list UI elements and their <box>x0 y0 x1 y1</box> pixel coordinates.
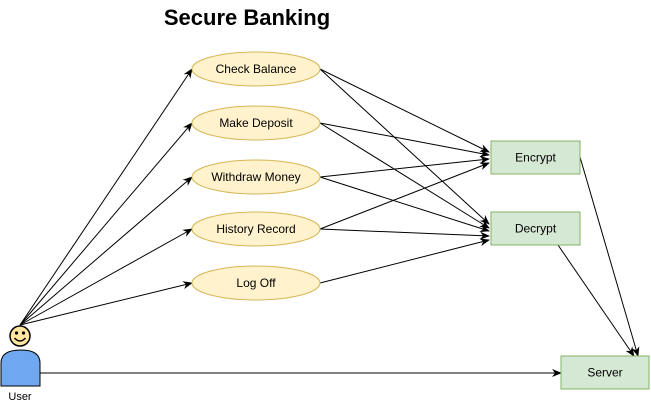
usecase-check-balance[interactable]: Check Balance <box>191 51 321 87</box>
usecase-label: Make Deposit <box>219 116 293 130</box>
arrow-encrypt-to-server <box>579 156 640 357</box>
usecase-withdraw-money[interactable]: Withdraw Money <box>191 159 321 195</box>
usecase-label: Log Off <box>236 276 276 290</box>
component-label: Server <box>587 366 622 380</box>
arrow-log-off-to-decrypt <box>319 238 490 284</box>
usecase-label: History Record <box>216 222 295 236</box>
component-label: Encrypt <box>515 151 556 165</box>
component-encrypt[interactable]: Encrypt <box>490 140 581 175</box>
actor-label: User <box>8 391 32 403</box>
arrow-withdraw-money-to-decrypt <box>319 176 490 233</box>
arrow-make-deposit-to-decrypt <box>319 122 490 229</box>
component-decrypt[interactable]: Decrypt <box>490 211 581 246</box>
usecase-history-record[interactable]: History Record <box>191 211 321 247</box>
arrow-user-to-withdraw-money <box>19 176 193 326</box>
diagram-title: Secure Banking <box>164 5 330 30</box>
usecase-log-off[interactable]: Log Off <box>191 265 321 301</box>
arrow-decrypt-to-server <box>557 244 635 357</box>
component-label: Decrypt <box>515 222 557 236</box>
arrow-user-to-log-off <box>19 281 193 326</box>
arrow-history-record-to-decrypt <box>319 228 490 240</box>
usecase-label: Check Balance <box>216 62 297 76</box>
usecase-label: Withdraw Money <box>211 170 300 184</box>
arrow-user-to-history-record <box>19 228 193 326</box>
smiley-person-icon <box>0 325 41 387</box>
actor-user[interactable]: User <box>0 325 41 403</box>
arrow-make-deposit-to-encrypt <box>319 122 490 158</box>
connections-layer <box>19 68 640 377</box>
arrow-check-balance-to-encrypt <box>319 68 490 153</box>
arrow-check-balance-to-decrypt <box>319 68 490 225</box>
arrow-history-record-to-encrypt <box>319 162 490 230</box>
arrow-user-to-make-deposit <box>19 122 193 326</box>
arrow-withdraw-money-to-encrypt <box>319 155 490 178</box>
usecase-make-deposit[interactable]: Make Deposit <box>191 105 321 141</box>
component-server[interactable]: Server <box>560 355 650 390</box>
arrow-user-to-check-balance <box>19 68 193 326</box>
